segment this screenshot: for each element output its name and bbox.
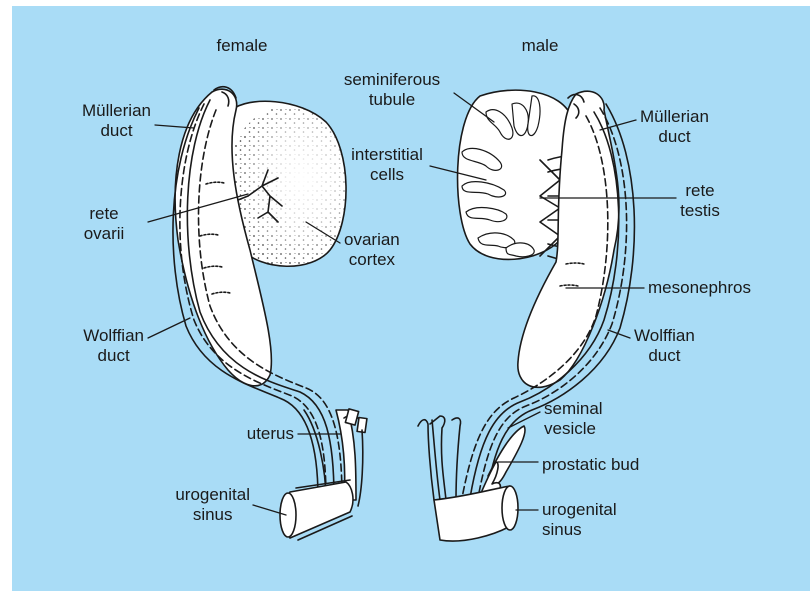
rete-ovarii-label: rete ovarii [84,204,125,244]
female-wolffian-duct-label: Wolffian duct [83,326,144,366]
male-urogenital-sinus-label: urogenital sinus [542,500,617,540]
prostatic-bud-label: prostatic bud [542,455,639,475]
mesonephros-label: mesonephros [648,278,751,298]
seminal-vesicle-label: seminal vesicle [544,399,603,439]
uterus-label: uterus [247,424,294,444]
male-wolffian-duct-label: Wolffian duct [634,326,695,366]
male-heading: male [522,36,559,56]
female-urogenital-sinus-label: urogenital sinus [175,485,250,525]
female-heading: female [216,36,267,56]
male-mullerian-duct-label: Müllerian duct [640,107,709,147]
interstitial-cells-label: interstitial cells [351,145,423,185]
male-lower-tract [418,416,525,541]
female-mullerian-duct-label: Müllerian duct [82,101,151,141]
rete-testis-label: rete testis [680,181,720,221]
seminiferous-tubule-label: seminiferous tubule [344,70,440,110]
ovarian-cortex-label: ovarian cortex [344,230,400,270]
